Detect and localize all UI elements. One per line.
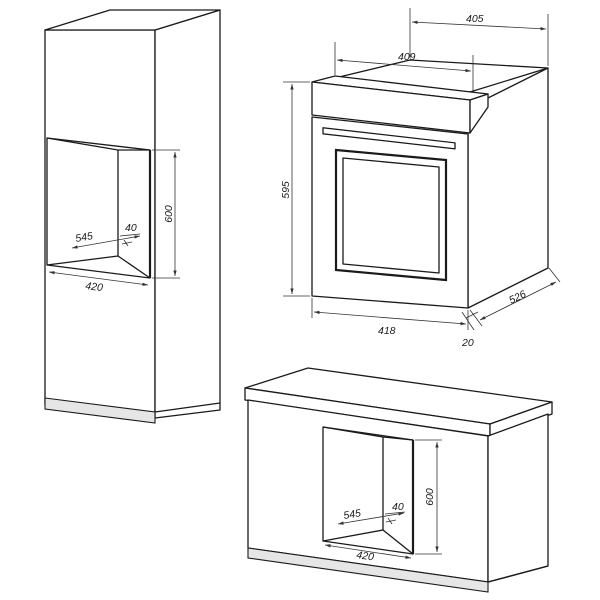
under-counter-width-dim: 420 [324, 544, 412, 563]
tall-cabinet-depth-label: 545 [74, 230, 93, 245]
tall-cabinet-width-label: 420 [85, 280, 104, 294]
oven-depth-top-dim: 405 [409, 8, 549, 66]
tall-cabinet-depth-dim: 545 [71, 230, 141, 249]
tall-cabinet-gap-label: 40 [125, 222, 137, 234]
oven-side-depth-label: 526 [507, 288, 528, 307]
tall-cabinet-top [44, 9, 221, 31]
under-counter-gap-label: 40 [392, 501, 404, 513]
tall-cabinet-width-dim: 420 [48, 271, 149, 294]
tall-cabinet-gap-dim: 40 [119, 222, 141, 247]
oven-front-offset-dim: 20 [461, 311, 479, 349]
under-counter-depth-label: 545 [343, 507, 362, 522]
under-counter-height-dim: 600 [415, 439, 442, 555]
oven-height-dim: 595 [280, 81, 310, 297]
oven-diagram: 405 409 595 418 526 [280, 8, 561, 349]
oven-width-dim: 418 [311, 298, 469, 337]
under-counter-diagram: 600 545 40 420 [244, 367, 553, 593]
under-counter-gap-dim: 40 [384, 501, 406, 525]
tall-cabinet-height-label: 600 [163, 205, 175, 223]
tall-cabinet-diagram: 600 545 40 420 [44, 9, 221, 424]
oven-door-window [334, 148, 448, 282]
oven-height-label: 595 [280, 181, 292, 199]
under-counter-side [487, 413, 549, 583]
oven-front-offset-label: 20 [461, 337, 474, 349]
oven-top-width-label: 409 [398, 51, 416, 63]
oven-depth-top-label: 405 [466, 13, 484, 25]
tall-cabinet-niche [46, 137, 152, 279]
oven-width-label: 418 [378, 325, 396, 337]
under-counter-depth-dim: 545 [337, 507, 405, 525]
under-counter-height-label: 600 [424, 488, 436, 506]
under-counter-width-label: 420 [356, 549, 375, 563]
tall-cabinet-plinth [44, 397, 156, 424]
oven-door-handle [322, 127, 456, 150]
under-counter-plinth [247, 547, 489, 593]
tall-cabinet-height-dim: 600 [152, 149, 180, 279]
under-counter-niche [322, 426, 415, 555]
oven-top-width-dim: 409 [334, 42, 474, 92]
oven-front [311, 116, 469, 309]
